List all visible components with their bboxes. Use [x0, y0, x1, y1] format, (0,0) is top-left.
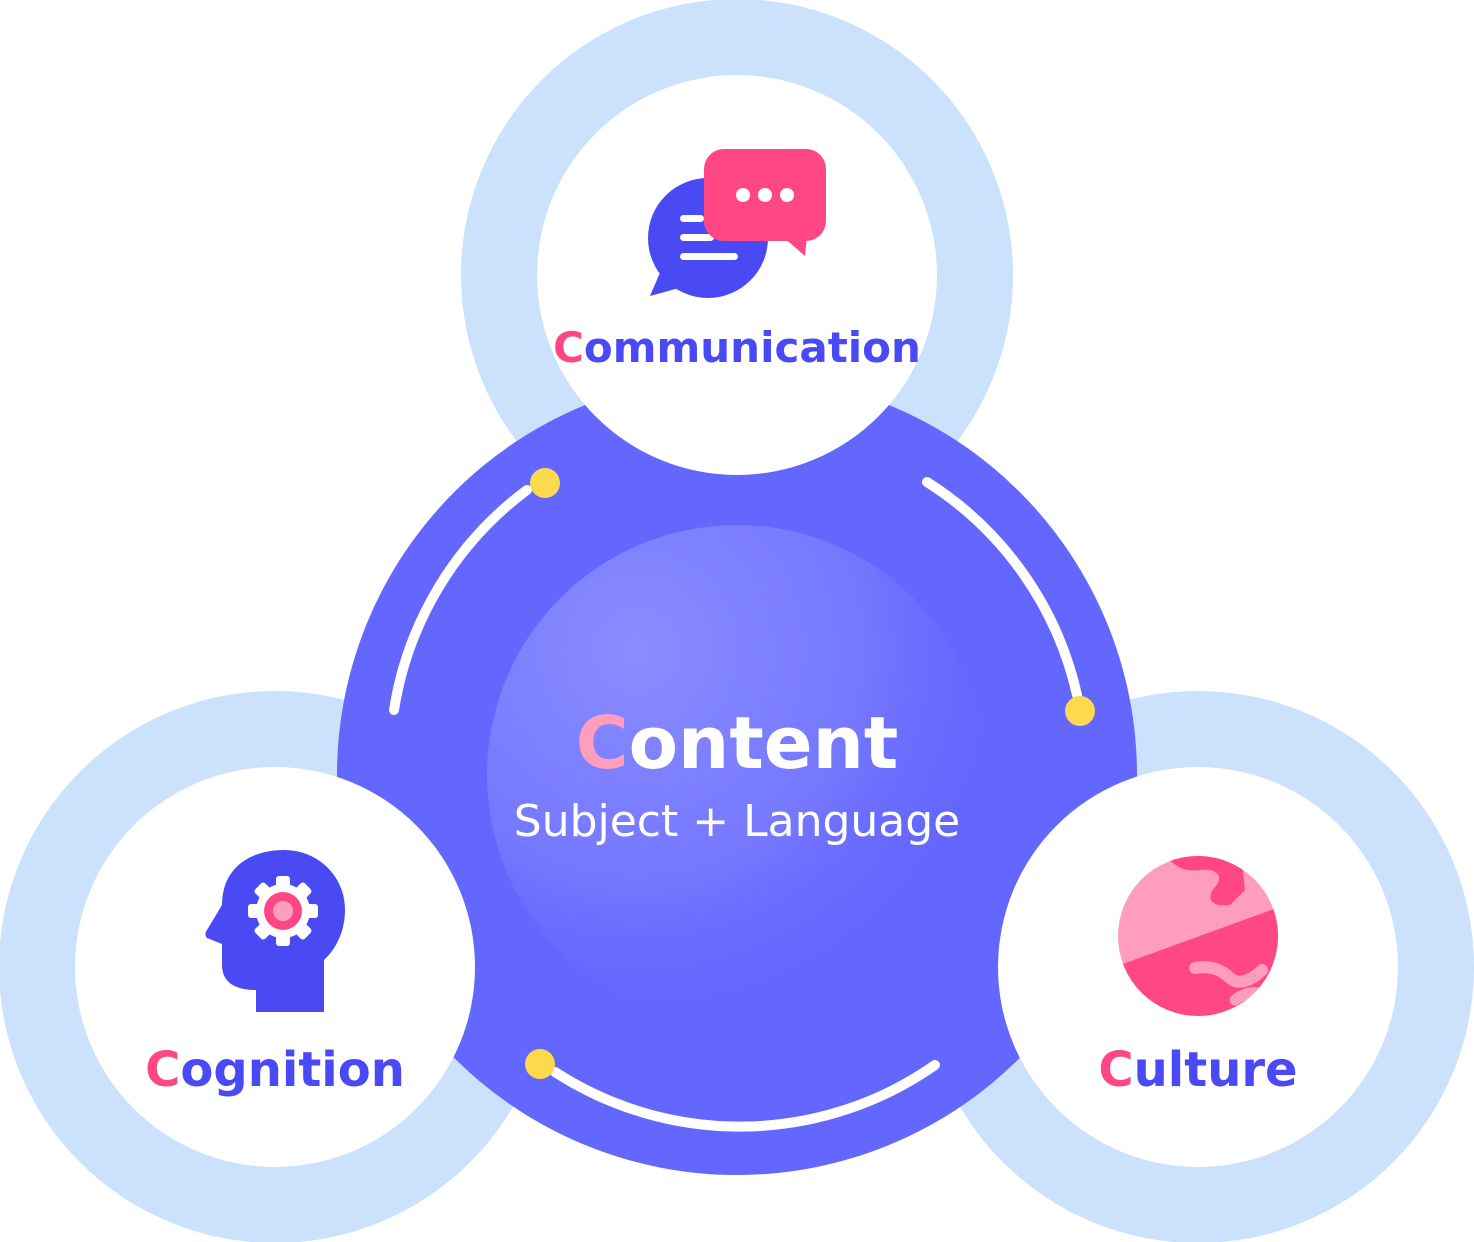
content-title-rest: ontent [629, 701, 899, 785]
culture-label-rest: ulture [1134, 1042, 1298, 1098]
cognition-label-rest: ognition [180, 1042, 405, 1098]
head-gear-icon [205, 850, 345, 1012]
cognition-label: Cognition [145, 1042, 405, 1098]
speech-bubbles-icon [648, 149, 826, 298]
globe-icon [1118, 856, 1278, 1016]
cognition-label-initial: C [145, 1042, 180, 1098]
arc-top-right [922, 477, 1082, 700]
arc-top-left [389, 485, 532, 715]
content-subtitle: Subject + Language [514, 796, 960, 847]
culture-label-initial: C [1098, 1042, 1133, 1098]
culture-label: Culture [1098, 1042, 1297, 1098]
dot-top-left [530, 468, 560, 498]
communication-label-rest: ommunication [584, 323, 921, 372]
communication-label-initial: C [553, 323, 584, 372]
content-title-initial: C [576, 701, 629, 785]
arc-bottom [550, 1060, 940, 1132]
content-core-glow [487, 525, 987, 1025]
communication-label: Communication [553, 323, 921, 372]
content-title: Content [576, 701, 899, 785]
dot-bottom [525, 1049, 555, 1079]
dot-right [1065, 696, 1095, 726]
